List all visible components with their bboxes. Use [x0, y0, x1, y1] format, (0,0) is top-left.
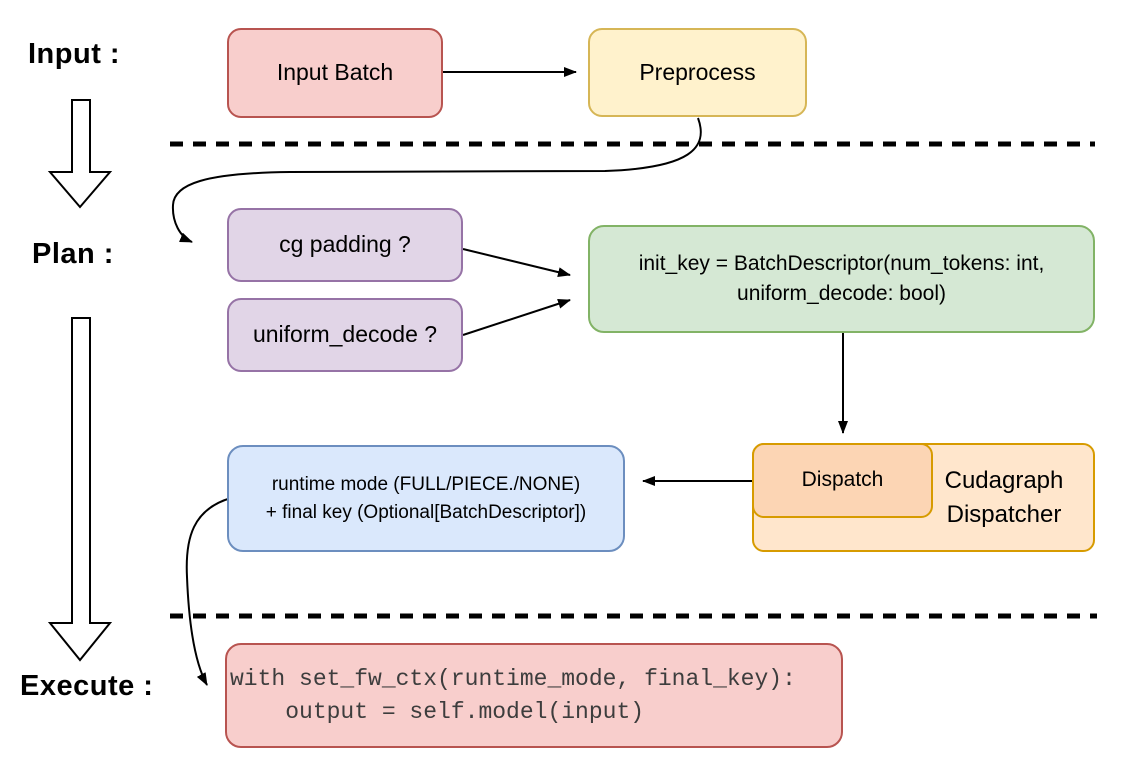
node-execute-code: with set_fw_ctx(runtime_mode, final_key)…	[225, 643, 843, 748]
edge-uniformdecode-to-initkey	[462, 298, 571, 336]
stage-label-input: Input :	[28, 38, 121, 70]
node-dispatch: Dispatch	[752, 443, 933, 518]
stage-label-plan: Plan :	[32, 238, 114, 270]
block-arrow-input-down	[47, 99, 113, 209]
node-uniform-decode: uniform_decode ?	[227, 298, 463, 372]
node-dispatch-label: Dispatch	[801, 468, 884, 492]
stage-label-execute: Execute :	[20, 670, 154, 702]
node-cudagraph-dispatcher-label: Cudagraph Dispatcher	[944, 466, 1064, 528]
node-preprocess: Preprocess	[588, 28, 807, 117]
node-input-batch: Input Batch	[227, 28, 443, 118]
node-cg-padding: cg padding ?	[227, 208, 463, 282]
node-uniform-decode-label: uniform_decode ?	[252, 321, 438, 348]
node-runtime-result: runtime mode (FULL/PIECE./NONE) + final …	[227, 445, 625, 552]
node-runtime-result-line1: runtime mode (FULL/PIECE./NONE)	[271, 473, 581, 495]
node-cg-padding-label: cg padding ?	[279, 231, 411, 258]
edge-runtime-to-execute	[185, 497, 232, 686]
node-init-key-line1: init_key = BatchDescriptor(num_tokens: i…	[638, 251, 1045, 275]
block-arrow-plan-down	[47, 317, 113, 662]
edge-preprocess-to-plan	[171, 117, 702, 243]
execute-code-line2: output = self.model(input)	[230, 698, 645, 725]
edge-cgpadding-to-initkey	[462, 248, 571, 278]
node-runtime-result-line2: + final key (Optional[BatchDescriptor])	[265, 501, 587, 523]
node-init-key-line2: uniform_decode: bool)	[737, 282, 946, 305]
node-init-key: init_key = BatchDescriptor(num_tokens: i…	[588, 225, 1095, 333]
node-preprocess-label: Preprocess	[639, 58, 756, 85]
node-input-batch-label: Input Batch	[276, 59, 394, 86]
execute-code-line1: with set_fw_ctx(runtime_mode, final_key)…	[230, 665, 796, 692]
